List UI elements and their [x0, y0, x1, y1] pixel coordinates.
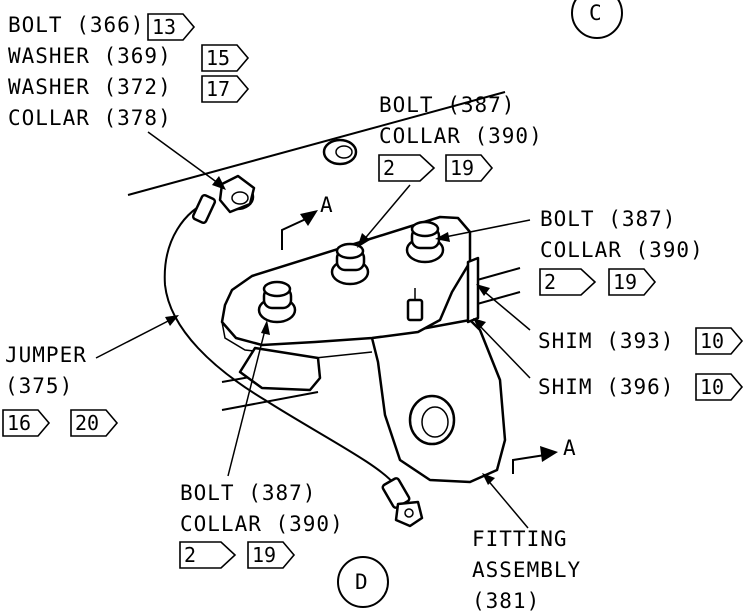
- svg-text:19: 19: [450, 156, 474, 180]
- callout-jumper: JUMPER: [5, 343, 87, 367]
- svg-text:16: 16: [7, 411, 31, 435]
- view-d-marker: D: [337, 556, 389, 608]
- flag-20: 20: [70, 409, 119, 437]
- callout-collar-390-right: COLLAR (390): [540, 238, 704, 262]
- section-a-upper-marker: [281, 210, 318, 250]
- flag-19-bottom: 19: [247, 541, 296, 569]
- section-a-lower-marker: [512, 446, 558, 474]
- fitting-bore-outer: [408, 394, 456, 446]
- svg-text:19: 19: [252, 543, 276, 567]
- view-c-label: C: [589, 1, 603, 25]
- flag-17: 17: [201, 75, 250, 103]
- callout-collar-390-top: COLLAR (390): [379, 124, 543, 148]
- bolt-middle: [330, 242, 370, 286]
- skin-fastener: [322, 138, 358, 166]
- frame-line-lower: [221, 391, 319, 411]
- callout-fitting-line-2: ASSEMBLY: [472, 558, 581, 582]
- callout-washer-369: WASHER (369): [8, 44, 172, 68]
- fitting-bore-inner: [421, 406, 449, 438]
- callout-collar-390-bottom: COLLAR (390): [180, 512, 344, 536]
- fitting-flange: [238, 346, 322, 392]
- svg-text:2: 2: [383, 156, 395, 180]
- svg-text:10: 10: [700, 375, 724, 399]
- view-c-marker: C: [571, 0, 623, 39]
- callout-bolt-387-bottom: BOLT (387): [180, 481, 316, 505]
- svg-text:2: 2: [184, 543, 196, 567]
- callout-jumper-number: (375): [5, 374, 73, 398]
- callout-washer-372: WASHER (372): [8, 75, 172, 99]
- flag-10-shim-393: 10: [695, 327, 744, 355]
- bolt-right: [405, 220, 445, 264]
- skin-edge-line: [127, 91, 506, 196]
- callout-fitting-line-1: FITTING: [472, 527, 568, 551]
- flag-19-top: 19: [445, 154, 494, 182]
- svg-text:13: 13: [152, 15, 176, 39]
- flag-2-bottom: 2: [179, 541, 237, 569]
- jumper-wire: [163, 199, 396, 486]
- svg-text:19: 19: [613, 270, 637, 294]
- flag-16: 16: [2, 409, 51, 437]
- flag-19-right: 19: [608, 268, 657, 296]
- flag-10-shim-396: 10: [695, 373, 744, 401]
- fitting-assembly: [220, 215, 507, 484]
- svg-text:10: 10: [700, 329, 724, 353]
- svg-text:2: 2: [544, 270, 556, 294]
- section-a-upper-label: A: [320, 193, 334, 217]
- svg-text:20: 20: [75, 411, 99, 435]
- callout-collar-378: COLLAR (378): [8, 106, 172, 130]
- callout-bolt-387-right: BOLT (387): [540, 207, 676, 231]
- svg-text:15: 15: [206, 46, 230, 70]
- flag-2-top: 2: [378, 154, 436, 182]
- flag-2-right: 2: [539, 268, 597, 296]
- shim-plate: [466, 256, 480, 324]
- view-d-label: D: [355, 570, 369, 594]
- bolt-left: [257, 280, 297, 324]
- jumper-lower-terminal: [381, 477, 424, 528]
- callout-fitting-line-3: (381): [472, 589, 540, 613]
- callout-shim-393: SHIM (393): [538, 329, 674, 353]
- flag-13: 13: [147, 13, 196, 41]
- leader-lines: [95, 131, 531, 529]
- skin-bolt-366: [218, 174, 256, 214]
- jumper-upper-terminal: [191, 193, 217, 225]
- svg-text:17: 17: [206, 77, 230, 101]
- section-a-lower-label: A: [563, 436, 577, 460]
- grease-fitting: [406, 298, 424, 322]
- plate-edge: [221, 321, 373, 359]
- flag-15: 15: [201, 44, 250, 72]
- callout-bolt-366: BOLT (366): [8, 13, 144, 37]
- callout-bolt-387-top: BOLT (387): [379, 93, 515, 117]
- callout-shim-396: SHIM (396): [538, 375, 674, 399]
